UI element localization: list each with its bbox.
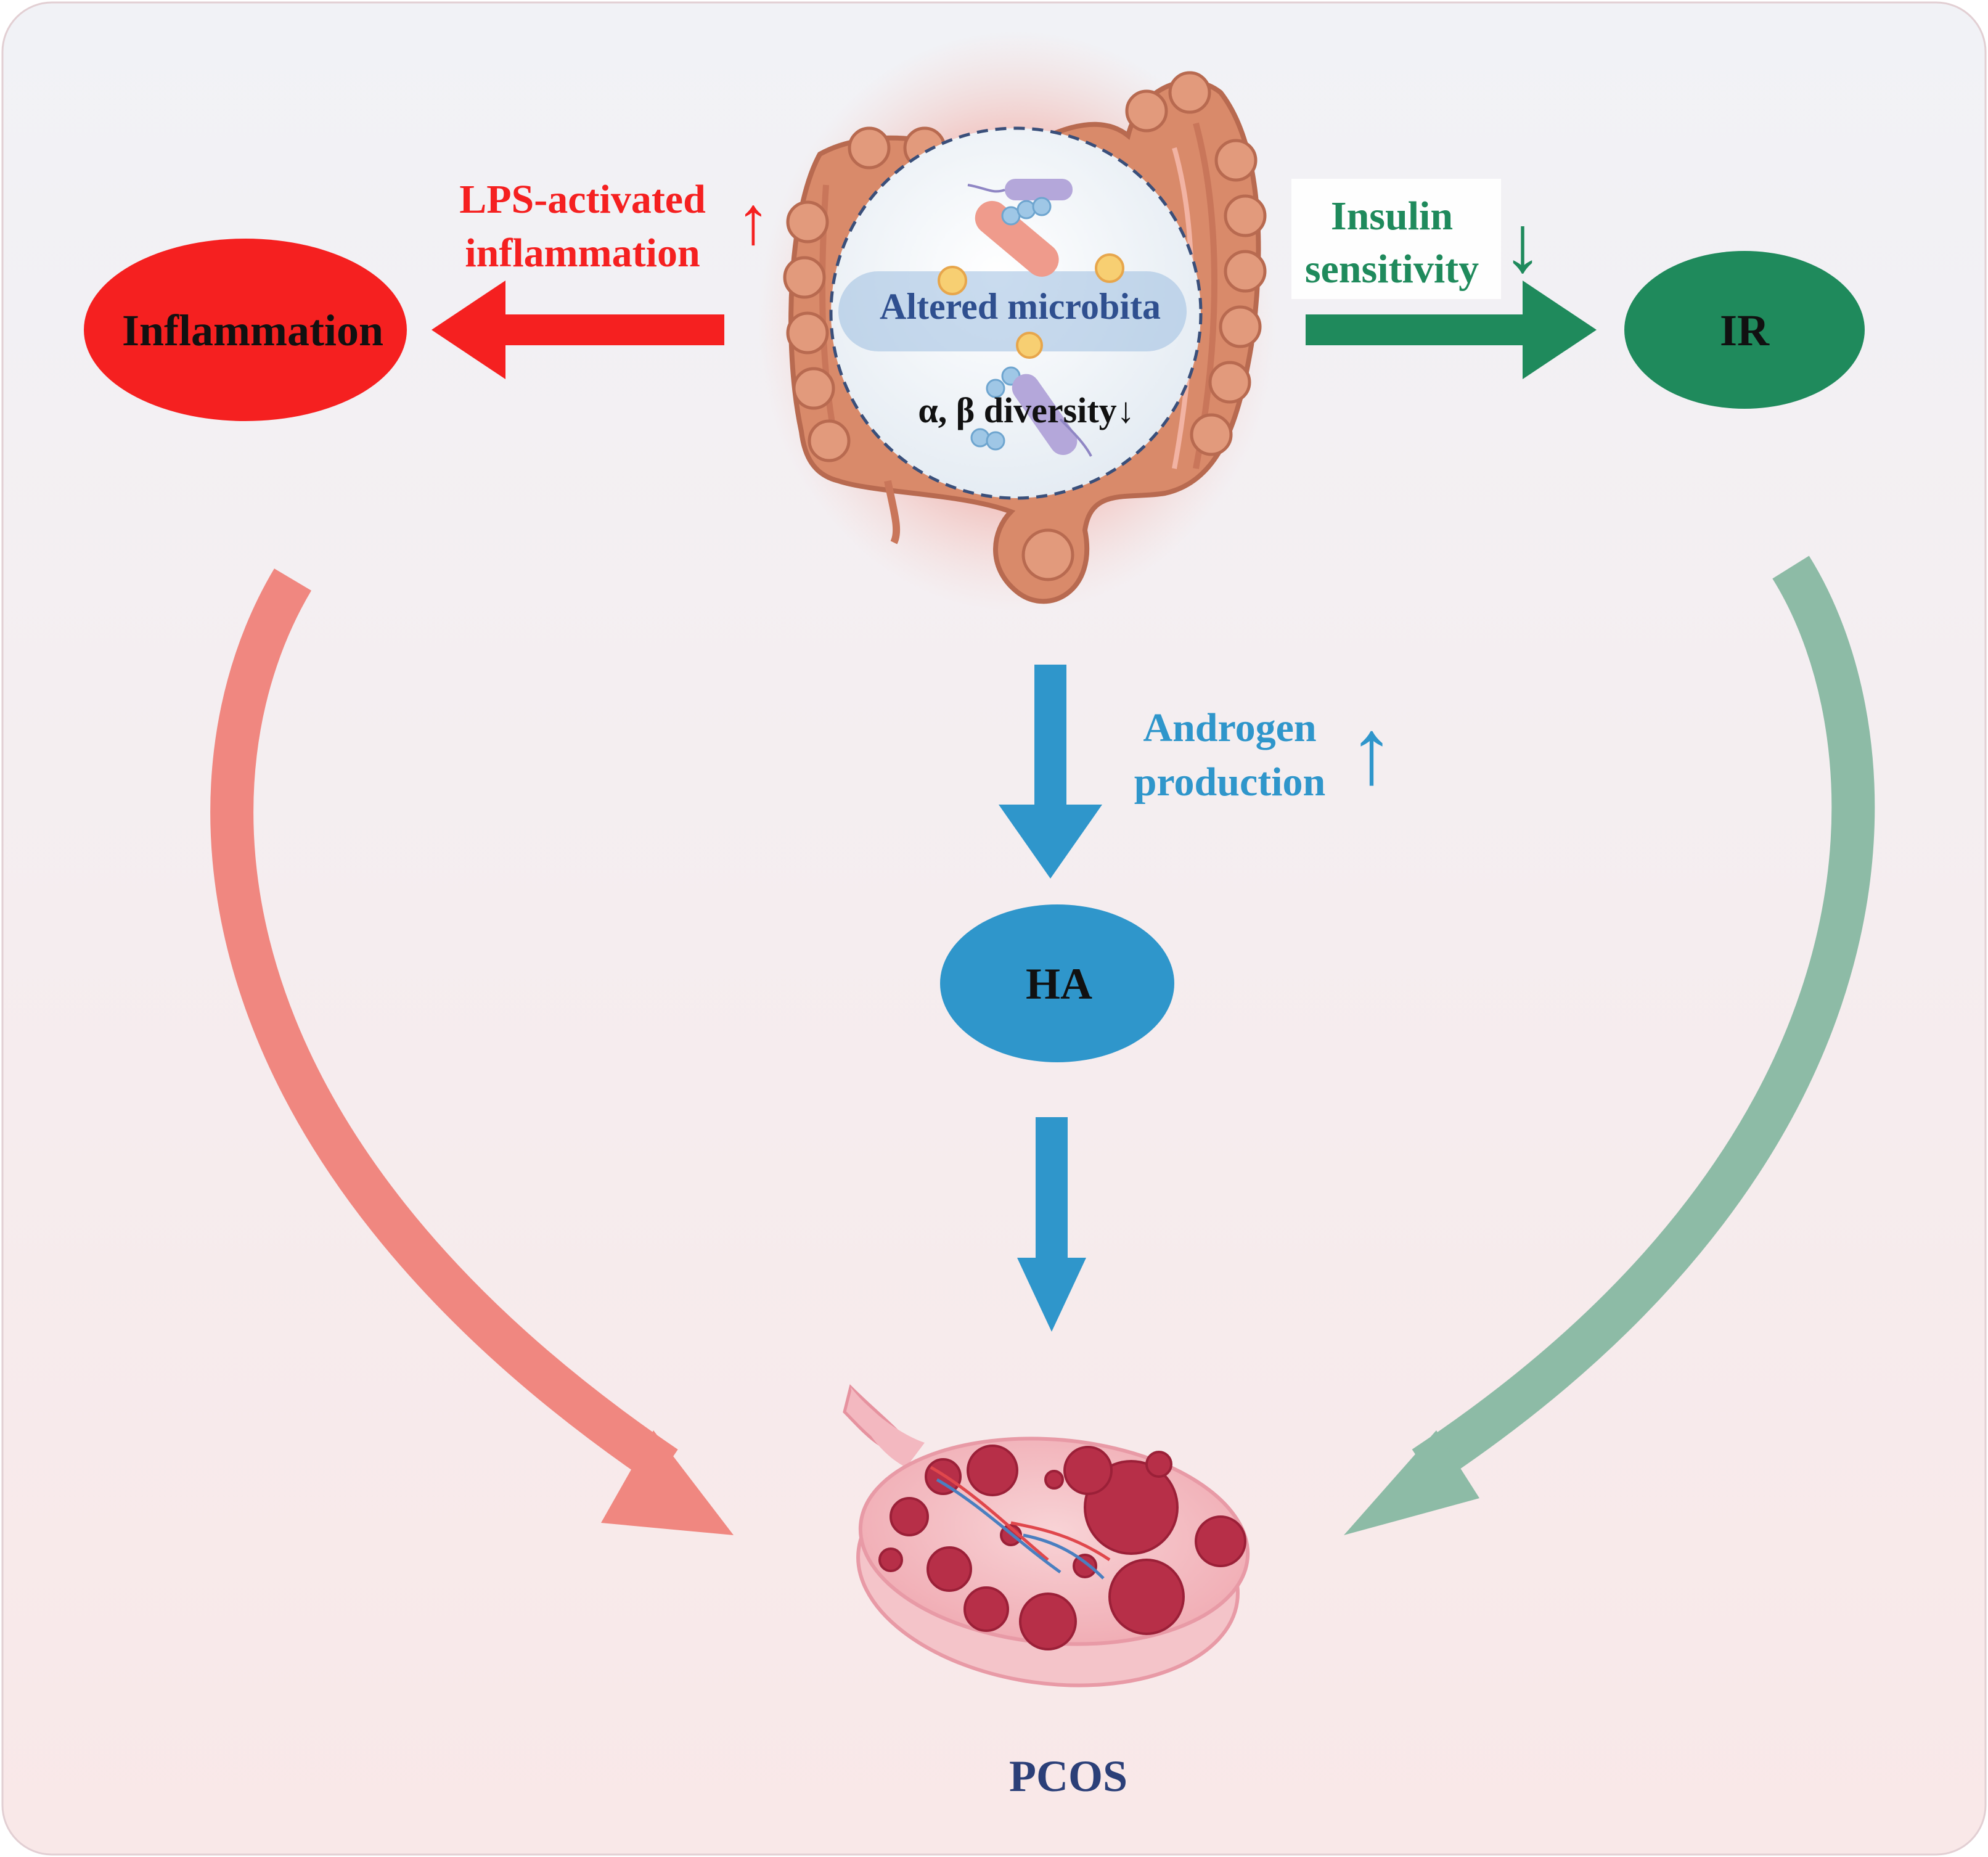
lps-up-symbol: ↑ [737,183,771,258]
ha-label: HA [1026,959,1092,1009]
polycystic-ovary-icon [843,1384,1250,1687]
insulin-label-line2: sensitivity [1305,247,1479,292]
lps-label-line1: LPS-activated [459,177,706,222]
bacteria-icon [938,179,1124,457]
ha-to-pcos-arrow [1017,1117,1086,1332]
microbita-label: Altered microbita [880,286,1161,327]
insulin-down-symbol: ↓ [1503,200,1543,289]
ir-to-pcos-arrow [1344,555,1875,1535]
pcos-label: PCOS [1009,1752,1127,1801]
ir-label: IR [1720,306,1770,355]
ir-node: IR [1624,251,1865,409]
androgen-up-symbol: ↑ [1349,701,1395,803]
microbita-label-band [838,271,1187,351]
inflammation-to-pcos-arrow [210,568,734,1535]
lps-label-line2: inflammation [465,231,700,276]
diversity-label: α, β diversity↓ [918,390,1134,430]
androgen-label-line2: production [1134,760,1326,805]
inflammation-node: Inflammation [84,239,407,421]
androgen-label-line1: Androgen [1143,705,1316,750]
insulin-sensitivity-arrow [1306,281,1597,379]
microbiota-lens: Altered microbita α, β diversity↓ [829,126,1203,500]
insulin-label-box [1291,179,1501,299]
inflammation-label: Inflammation [122,306,383,355]
insulin-label-line1: Insulin [1331,194,1453,239]
ha-node: HA [940,904,1174,1062]
lps-inflammation-arrow [432,281,724,379]
androgen-arrow [999,665,1102,879]
